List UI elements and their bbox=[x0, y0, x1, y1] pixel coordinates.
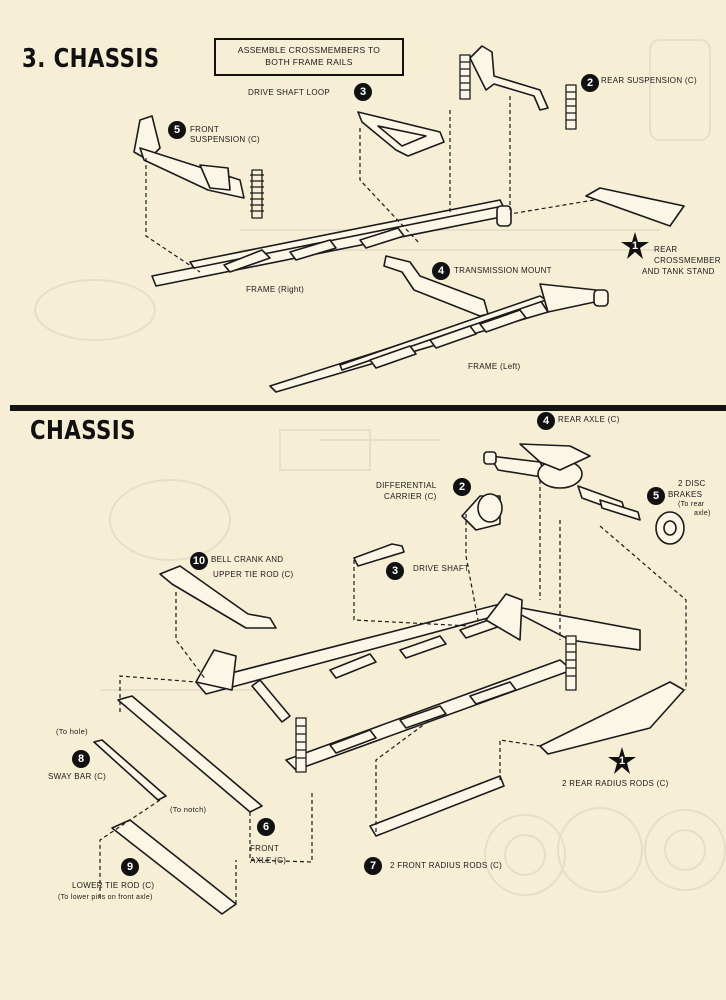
callout-badge-9: 9 bbox=[121, 858, 139, 876]
callout-star-1: 1 bbox=[620, 231, 650, 261]
disc-brake-part bbox=[655, 511, 685, 545]
callout-label-rear-axle: REAR AXLE (C) bbox=[558, 415, 620, 424]
callout-label-rear-suspension: REAR SUSPENSION (C) bbox=[601, 76, 697, 85]
bell-crank-part bbox=[159, 565, 277, 629]
callout-label-transmission-mount: TRANSMISSION MOUNT bbox=[454, 266, 552, 275]
rear-radius-rods-part bbox=[539, 681, 685, 755]
rear-suspension-part bbox=[459, 45, 577, 130]
front-radius-rods-part bbox=[369, 775, 505, 837]
main-chassis-frame bbox=[195, 593, 641, 773]
callout-label-front-suspension-2: SUSPENSION (C) bbox=[190, 135, 260, 144]
callout-label-drive-shaft-loop: DRIVE SHAFT LOOP bbox=[248, 88, 331, 97]
callout-label-front-axle-1: FRONT bbox=[250, 844, 280, 853]
rear-crossmember-part bbox=[585, 187, 685, 227]
callout-label-bell-crank-1: BELL CRANK AND bbox=[211, 555, 284, 564]
callout-badge-5-disc-brakes: 5 bbox=[647, 487, 665, 505]
callout-label-disc-brakes-4: axle) bbox=[694, 510, 711, 517]
note-lower-pins: (To lower pins on front axle) bbox=[58, 894, 153, 901]
sway-bar-part bbox=[93, 739, 167, 801]
bleed-through-shadow bbox=[34, 39, 726, 896]
star-icon bbox=[608, 747, 636, 774]
callout-label-sway-bar: SWAY BAR (C) bbox=[48, 772, 107, 781]
note-line-1: ASSEMBLE CROSSMEMBERS TO bbox=[237, 45, 381, 55]
callout-label-front-axle-2: AXLE (C) bbox=[250, 856, 287, 865]
callout-label-differential-1: DIFFERENTIAL bbox=[376, 481, 437, 490]
callout-badge-6: 6 bbox=[257, 818, 275, 836]
frame-left-part bbox=[269, 283, 609, 393]
callout-label-rear-crossmember-1: REAR bbox=[654, 245, 678, 254]
note-to-hole: (To hole) bbox=[56, 727, 88, 736]
front-suspension-part bbox=[133, 115, 264, 219]
callout-label-disc-brakes-1: 2 DISC bbox=[678, 479, 706, 488]
callout-badge-7: 7 bbox=[364, 857, 382, 875]
callout-star-1-rear-radius: 1 bbox=[607, 746, 637, 776]
differential-carrier-part bbox=[461, 493, 503, 531]
label-frame-right: FRAME (Right) bbox=[246, 285, 305, 294]
section-divider bbox=[10, 405, 726, 411]
front-axle-part bbox=[117, 695, 263, 813]
drive-shaft-part bbox=[353, 543, 405, 567]
callout-label-disc-brakes-3: (To rear bbox=[678, 501, 705, 508]
callout-badge-10: 10 bbox=[190, 552, 208, 570]
callout-badge-3: 3 bbox=[354, 83, 372, 101]
callout-label-disc-brakes-2: BRAKES bbox=[668, 490, 703, 499]
frame-right-part bbox=[151, 199, 512, 287]
note-line-2: BOTH FRAME RAILS bbox=[265, 57, 353, 67]
rear-axle-part bbox=[483, 443, 641, 521]
label-frame-left: FRAME (Left) bbox=[468, 362, 521, 371]
callout-badge-5: 5 bbox=[168, 121, 186, 139]
callout-badge-2-differential: 2 bbox=[453, 478, 471, 496]
callout-label-front-radius-rods: 2 FRONT RADIUS RODS (C) bbox=[390, 861, 503, 870]
callout-label-lower-tie-rod: LOWER TIE ROD (C) bbox=[72, 881, 155, 890]
callout-label-rear-radius-rods: 2 REAR RADIUS RODS (C) bbox=[562, 779, 669, 788]
callout-label-differential-2: CARRIER (C) bbox=[384, 492, 437, 501]
callout-label-bell-crank-2: UPPER TIE ROD (C) bbox=[213, 570, 294, 579]
note-to-notch: (To notch) bbox=[170, 805, 207, 814]
star-number: 1 bbox=[631, 240, 639, 252]
section-title-assembly-step: 3. CHASSIS bbox=[22, 44, 160, 74]
callout-label-rear-crossmember-2: CROSSMEMBER bbox=[654, 256, 721, 265]
section2-leader-lines bbox=[99, 480, 687, 904]
instruction-note-box: ASSEMBLE CROSSMEMBERS TO BOTH FRAME RAIL… bbox=[214, 38, 404, 76]
star-icon bbox=[621, 232, 649, 259]
drive-shaft-loop-part bbox=[357, 111, 445, 157]
section1-leader-lines bbox=[145, 96, 595, 273]
callout-label-front-suspension-1: FRONT bbox=[190, 125, 220, 134]
callout-badge-8: 8 bbox=[72, 750, 90, 768]
callout-label-drive-shaft: DRIVE SHAFT bbox=[413, 564, 470, 573]
star-number: 1 bbox=[618, 755, 626, 767]
callout-badge-3-drive-shaft: 3 bbox=[386, 562, 404, 580]
callout-label-rear-crossmember-3: AND TANK STAND bbox=[642, 267, 715, 276]
section-title-chassis: CHASSIS bbox=[30, 416, 136, 446]
callout-badge-4: 4 bbox=[432, 262, 450, 280]
callout-badge-4-rear-axle: 4 bbox=[537, 412, 555, 430]
callout-badge-2: 2 bbox=[581, 74, 599, 92]
